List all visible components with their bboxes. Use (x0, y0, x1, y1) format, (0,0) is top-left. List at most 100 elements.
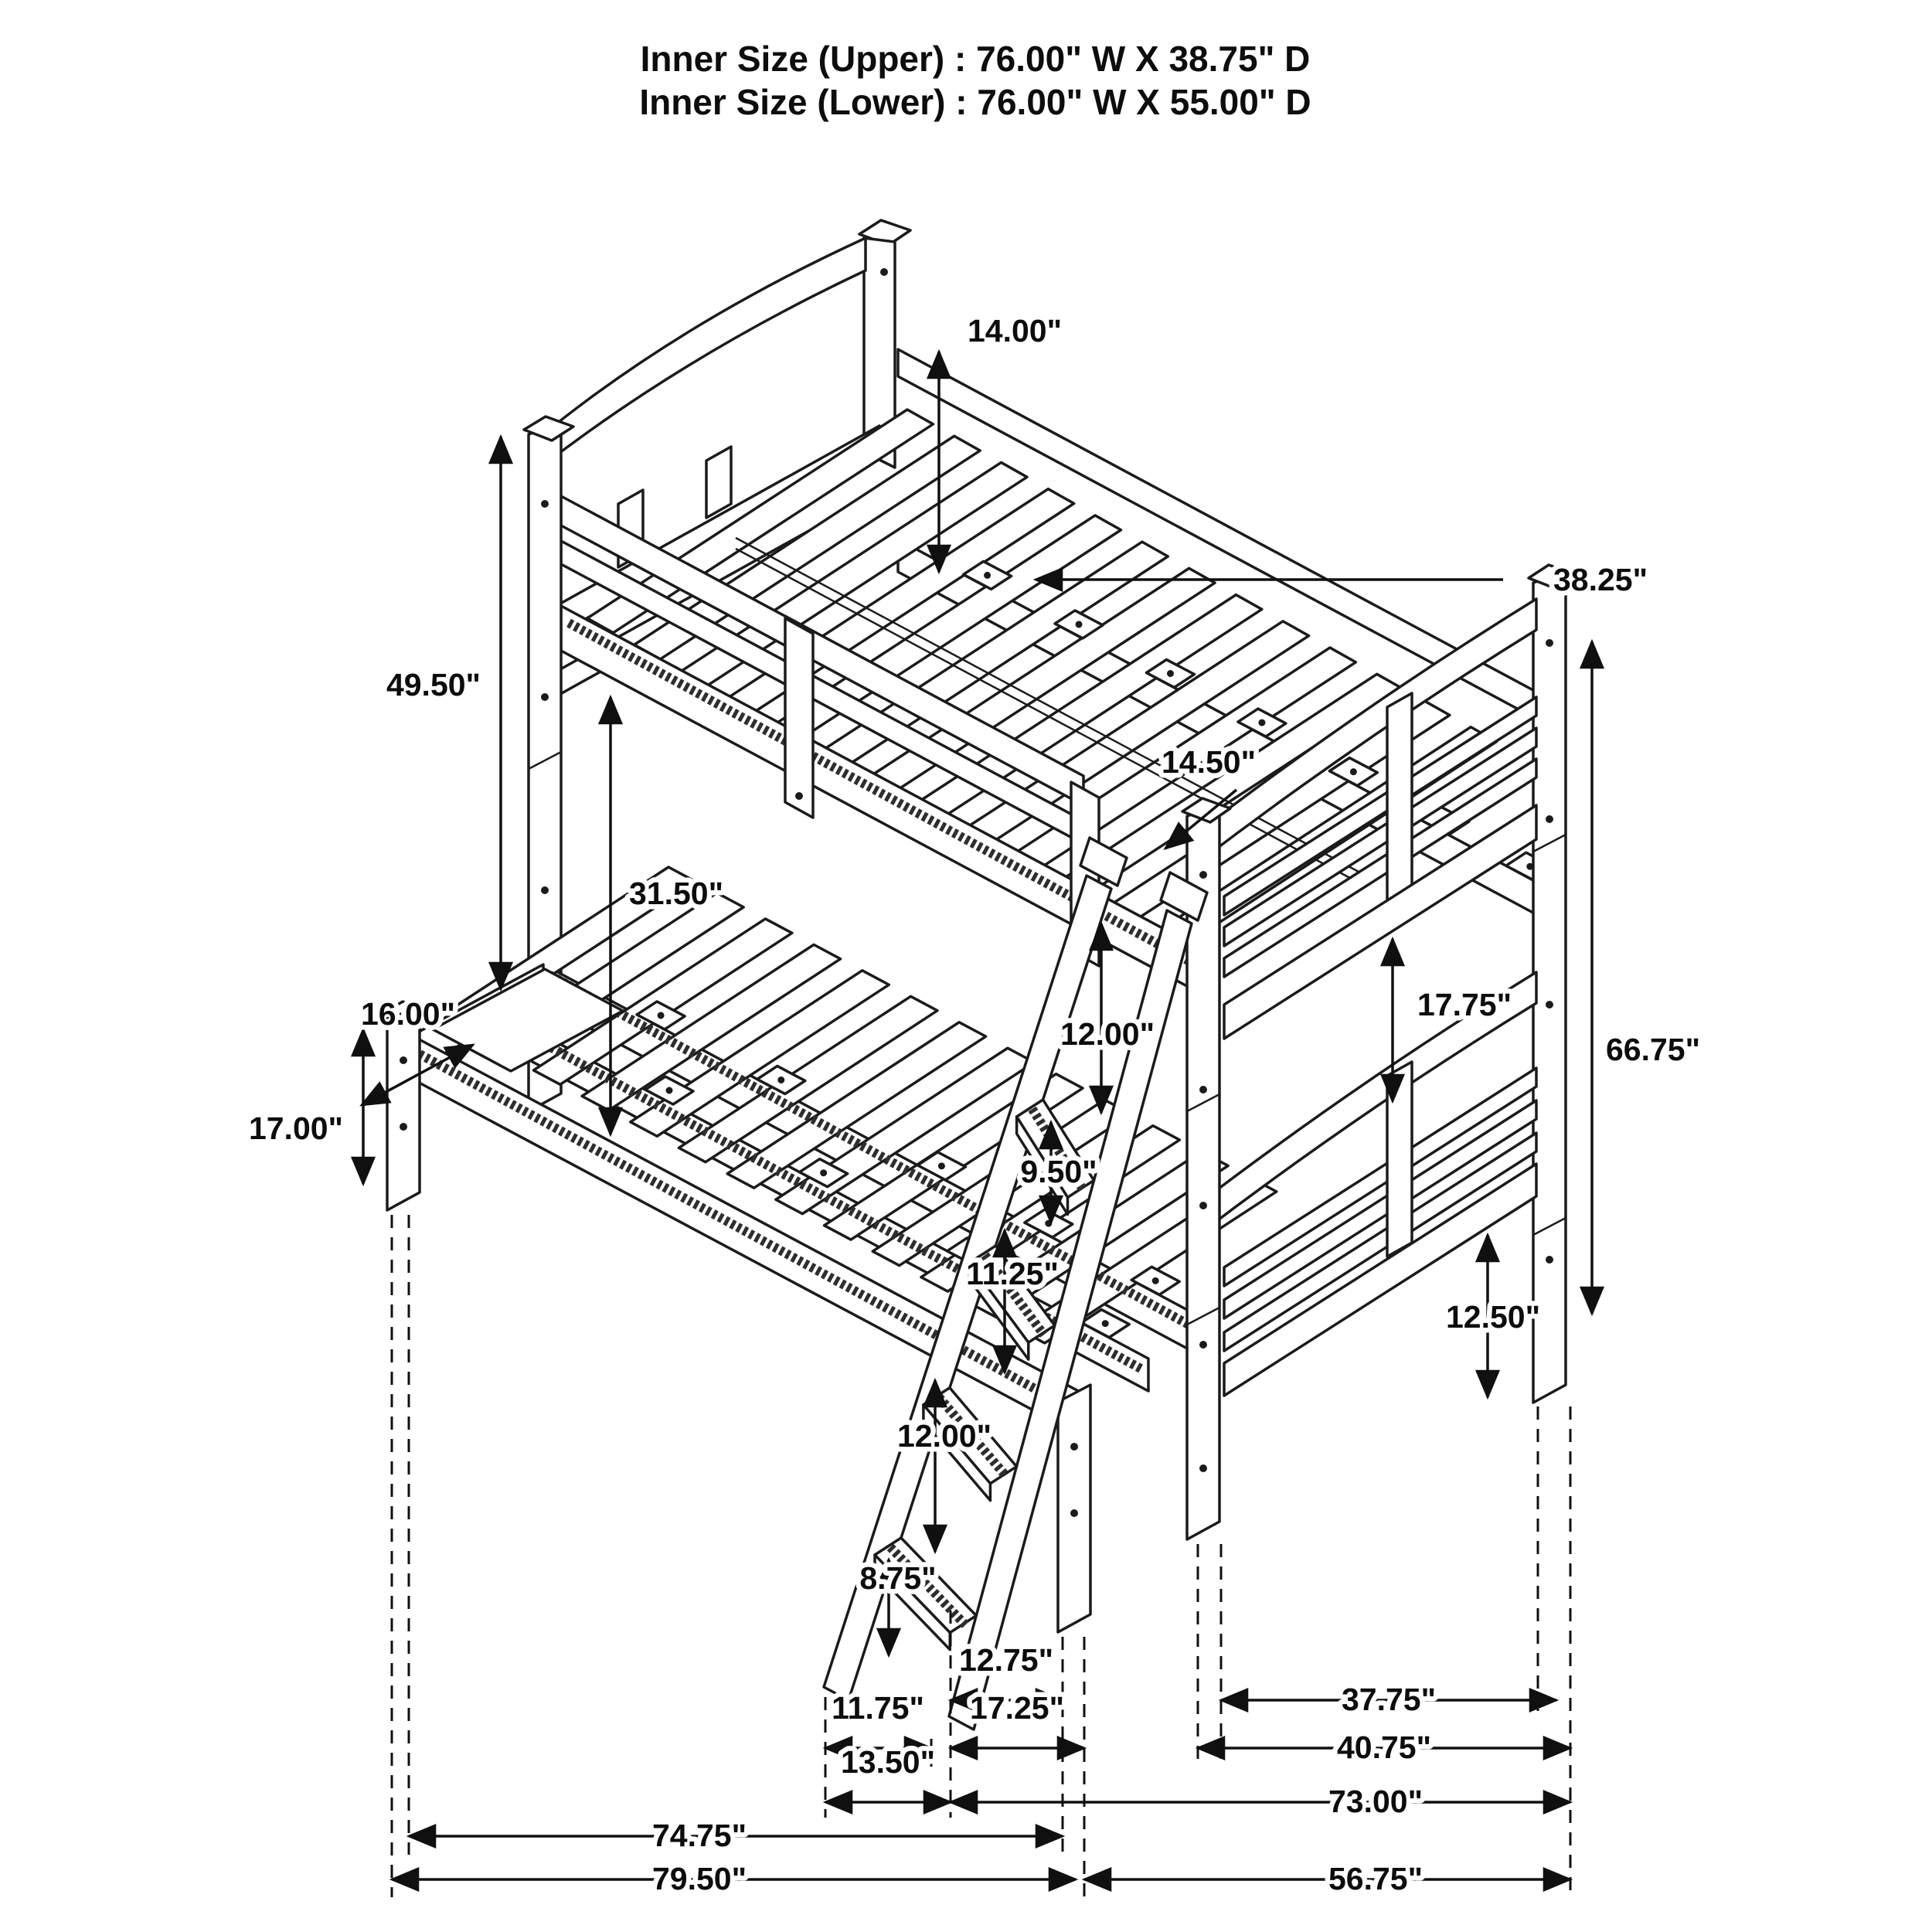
dim-label-ladder_gap_1: 12.00" (1060, 1016, 1155, 1052)
screw-dot (1199, 1086, 1207, 1094)
post-joint-line (1186, 1093, 1220, 1113)
screw-dot (1199, 871, 1207, 879)
screw-dot (1199, 1341, 1207, 1349)
footboard-upper-boards (1223, 696, 1538, 978)
guard-rail-mid-support (784, 617, 815, 819)
lower-slat (677, 995, 939, 1164)
dim-label-ladder_gap_2: 9.50" (1020, 1154, 1097, 1189)
screw-dot (541, 500, 549, 508)
screw-dot (541, 693, 549, 701)
footboard-upper-bottom-rail (1223, 804, 1538, 1040)
upper-center-support-rail (735, 547, 1359, 884)
dim-label-overall_height: 66.75" (1606, 1032, 1700, 1067)
screw-dot (665, 1087, 673, 1094)
ladder-rung-hatch (935, 1393, 1009, 1479)
footboard-lower-arch-rail (1195, 971, 1538, 1238)
dim-label-lower_frame_length: 74.75" (652, 1818, 747, 1853)
dim-label-lower_rail_floor_gap: 12.50" (1446, 1299, 1540, 1335)
screw-dot (1546, 815, 1553, 823)
dim-label-right_leg_span: 37.75" (1342, 1682, 1436, 1717)
screw-dot (1070, 1509, 1078, 1517)
dim-label-overall_depth: 56.75" (1328, 1861, 1423, 1896)
footboard-board (1223, 696, 1538, 917)
projection-guides (390, 1215, 1572, 1897)
footboard-far-post-cap (1527, 563, 1578, 590)
screw-dot (937, 1162, 945, 1170)
dim-label-ladder_gap_3: 11.25" (966, 1256, 1059, 1291)
screw-dot (1166, 670, 1174, 678)
dim-label-underbunk_clearance: 31.50" (629, 876, 723, 911)
dim-label-upper_inner_depth: 38.25" (1553, 562, 1648, 597)
dim-label-footboard_panel_gap: 17.75" (1417, 987, 1512, 1022)
headboard-near-post-cap (522, 415, 575, 442)
footboard-upper-arch-rail (1195, 597, 1538, 866)
screw-dot (1151, 1277, 1159, 1284)
inner-size-lower-text: Inner Size (Lower) : 76.00" W X 55.00" D (639, 82, 1311, 122)
post-joint-line (1186, 1306, 1220, 1326)
dim-label-upper_corner_gap: 14.50" (1162, 744, 1256, 780)
dim-label-ladder_gap_5: 8.75" (859, 1560, 936, 1596)
dim-label-lower_front_extension: 16.00" (361, 996, 455, 1032)
footboard-lower-mid-support (1386, 1060, 1413, 1258)
dim-label-ladder_reach: 17.25" (970, 1690, 1064, 1726)
dim-label-overall_length: 79.50" (652, 1861, 747, 1896)
screw-dot (777, 1076, 785, 1083)
dim-label-guard_rail_floor_height: 49.50" (386, 667, 481, 702)
inner-size-upper-text: Inner Size (Upper) : 76.00" W X 38.75" D (641, 39, 1311, 79)
post-joint-line (1532, 1216, 1566, 1236)
footboard-upper-mid-support (1386, 692, 1413, 903)
screw-holes (400, 268, 1553, 1517)
dim-label-lower_leg_height: 17.00" (249, 1111, 343, 1146)
screw-dot (1546, 1256, 1553, 1264)
post-joint-line (1532, 833, 1566, 853)
screw-dot (1546, 639, 1553, 647)
ladder-right-hook (1159, 871, 1209, 922)
ladder-left-rail (822, 874, 1113, 1702)
footboard-far-post (1532, 571, 1567, 1404)
dimension-annotations: 14.00"49.50"31.50"17.00"12.00"9.50"11.25… (243, 308, 1705, 1902)
screw-dot (1258, 719, 1266, 726)
screw-dot (1349, 768, 1357, 776)
footboard-lower-bottom-rail (1223, 1162, 1538, 1397)
footboard-board (1223, 1131, 1538, 1352)
dim-label-ladder_gap_4: 12.00" (897, 1418, 992, 1454)
ladder-right-rail (947, 909, 1193, 1731)
screw-dot (820, 1169, 828, 1177)
screw-dot (1199, 1464, 1207, 1472)
screw-dot (1546, 1001, 1553, 1009)
headboard-arch-rail (542, 236, 867, 467)
dim-arrow-upper_corner_gap (1163, 788, 1238, 851)
post-joint-line (528, 750, 562, 770)
screw-dot (880, 268, 888, 276)
footboard-board (1223, 757, 1538, 978)
screw-dot (400, 1056, 407, 1064)
headboard-far-post (862, 236, 896, 469)
dim-label-ladder_width: 11.75" (832, 1690, 924, 1726)
front-right-leg (1056, 1383, 1092, 1634)
dim-label-right_frame_span: 40.75" (1337, 1730, 1431, 1765)
screw-dot (400, 1123, 407, 1131)
dim-label-ladder_foot_span: 13.50" (841, 1744, 935, 1780)
screw-dot (1526, 862, 1534, 870)
screw-dot (1070, 1443, 1078, 1451)
screw-dot (795, 792, 803, 800)
lower-slat (726, 1021, 988, 1189)
screw-dot (1199, 1202, 1207, 1209)
dim-arrow-lower_front_extension (359, 1043, 475, 1107)
screw-dot (1101, 1320, 1109, 1328)
headboard-board (705, 445, 733, 519)
screw-dot (541, 886, 549, 894)
screw-dot (1075, 621, 1083, 628)
bed-structure (381, 219, 1578, 1731)
ladder-left-hook (1079, 836, 1128, 887)
footboard-lower-boards (1223, 1066, 1538, 1352)
footboard-board (1223, 726, 1538, 947)
dim-label-frame_span: 73.00" (1328, 1784, 1423, 1819)
footboard-board (1223, 1066, 1538, 1287)
screw-dot (984, 571, 992, 579)
title-block: Inner Size (Upper) : 76.00" W X 38.75" D… (639, 39, 1311, 122)
lower-slat (629, 969, 890, 1138)
footboard-board (1223, 1099, 1538, 1320)
